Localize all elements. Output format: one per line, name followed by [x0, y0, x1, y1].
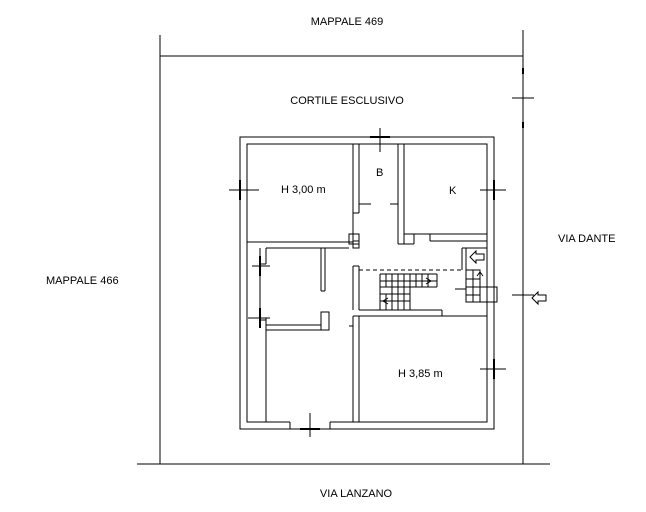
entrance-arrow-icon [531, 290, 547, 306]
south-street-label: VIA LANZANO [319, 488, 393, 500]
north-parcel-label: MAPPALE 469 [310, 16, 384, 28]
interior-walls [246, 143, 488, 429]
opening-markers [229, 128, 506, 437]
property-boundary [137, 30, 550, 465]
arrow-left-icon [469, 249, 485, 265]
room-se-height-label: H 3,85 m [398, 368, 443, 380]
courtyard-label: CORTILE ESCLUSIVO [290, 95, 404, 107]
building-outer-wall [239, 136, 495, 430]
bathroom-label: B [376, 167, 384, 179]
room-nw-height-label: H 3,00 m [281, 184, 326, 196]
staircase [379, 269, 498, 311]
kitchen-label: K [449, 185, 457, 197]
east-street-label: VIA DANTE [558, 233, 616, 245]
west-parcel-label: MAPPALE 466 [46, 275, 119, 287]
